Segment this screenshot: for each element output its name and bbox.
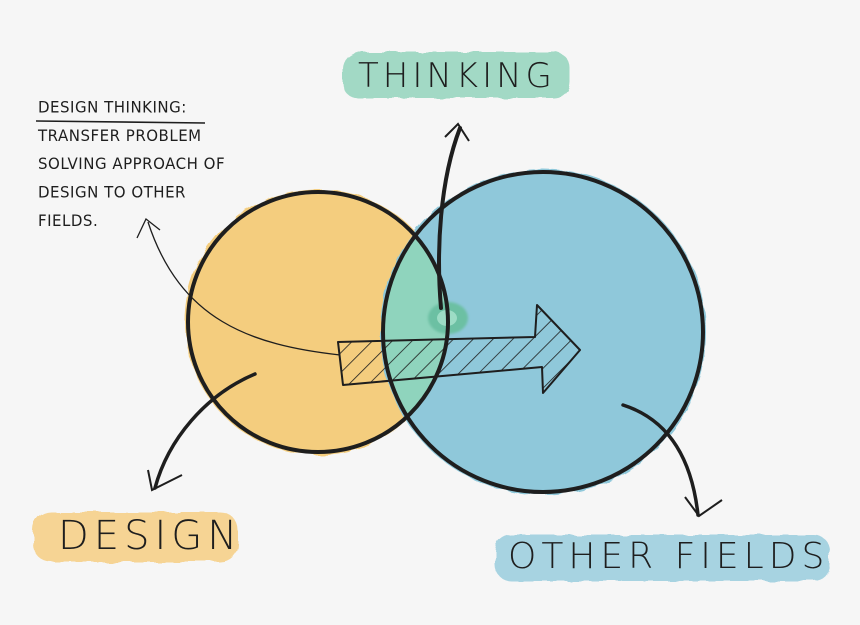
note-line-2: SOLVING APPROACH OF bbox=[38, 154, 226, 174]
note-title: DESIGN THINKING: bbox=[38, 97, 187, 117]
transfer-arrow bbox=[337, 304, 581, 394]
note-line-1: TRANSFER PROBLEM bbox=[38, 126, 202, 146]
design-label: DESIGN bbox=[58, 513, 243, 559]
note-pointer-arrow bbox=[147, 221, 341, 356]
design-thinking-note: DESIGN THINKING: TRANSFER PROBLEM SOLVIN… bbox=[38, 94, 225, 236]
design-arrow bbox=[153, 372, 257, 490]
note-title-underline bbox=[35, 120, 206, 124]
thinking-highlight bbox=[342, 52, 570, 98]
other-fields-circle bbox=[381, 170, 705, 494]
thinking-arrow bbox=[437, 126, 462, 310]
design-circle-fill bbox=[185, 189, 451, 455]
other-fields-arrow bbox=[621, 403, 700, 517]
design-arrowhead bbox=[147, 469, 183, 492]
design-highlight bbox=[33, 512, 238, 562]
other-fields-arrowhead bbox=[684, 496, 723, 518]
other-fields-highlight bbox=[495, 535, 830, 581]
note-line-4: FIELDS. bbox=[38, 211, 99, 231]
thinking-label: THINKING bbox=[358, 56, 556, 96]
thinking-arrowhead bbox=[444, 122, 470, 142]
design-circle bbox=[186, 190, 450, 454]
note-line-3: DESIGN TO OTHER bbox=[38, 182, 186, 202]
other-fields-label: OTHER FIELDS bbox=[508, 536, 830, 577]
note-pointer-arrowhead bbox=[136, 217, 161, 239]
